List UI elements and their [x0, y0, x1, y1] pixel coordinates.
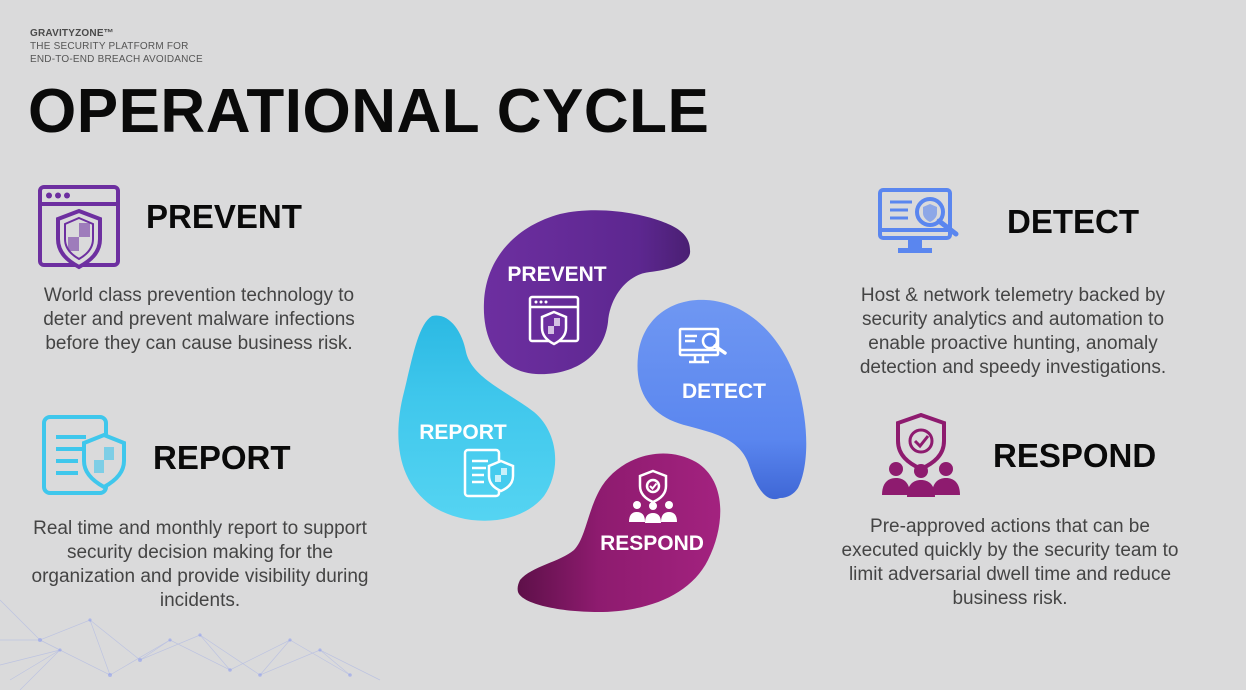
respond-description: Pre-approved actions that can be execute…	[841, 516, 1179, 609]
report-heading: REPORT	[153, 439, 291, 476]
monitor-magnifier-icon	[678, 327, 727, 364]
respond-heading: RESPOND	[993, 437, 1157, 474]
page-title: OPERATIONAL CYCLE	[28, 77, 710, 146]
prevent-heading: PREVENT	[146, 198, 302, 235]
report-description: Real time and monthly report to support …	[31, 518, 369, 611]
brand-tagline-2: END-TO-END BREACH AVOIDANCE	[30, 54, 203, 65]
browser-shield-icon	[528, 295, 580, 346]
cycle-detect-label: DETECT	[682, 380, 766, 403]
brand-block: GRAVITYZONE™ THE SECURITY PLATFORM FOR E…	[30, 27, 203, 66]
detect-description: Host & network telemetry backed by secur…	[859, 285, 1167, 378]
cycle-report-label: REPORT	[419, 421, 507, 444]
prevent-segment	[483, 210, 691, 375]
cycle-respond-label: RESPOND	[600, 532, 704, 555]
team-shield-icon	[882, 413, 960, 497]
brand-tagline-1: THE SECURITY PLATFORM FOR	[30, 41, 189, 52]
report-segment	[398, 315, 556, 521]
detect-heading: DETECT	[1007, 203, 1139, 240]
respond-segment	[517, 453, 721, 612]
document-shield-icon	[463, 448, 515, 498]
team-shield-icon	[629, 469, 677, 523]
document-shield-icon	[42, 415, 126, 495]
monitor-magnifier-icon	[878, 188, 959, 253]
network-decoration	[0, 599, 381, 690]
cycle-prevent-label: PREVENT	[507, 263, 606, 286]
brand-name: GRAVITYZONE™	[30, 28, 114, 39]
browser-shield-icon	[38, 185, 120, 270]
prevent-description: World class prevention technology to det…	[43, 285, 355, 354]
